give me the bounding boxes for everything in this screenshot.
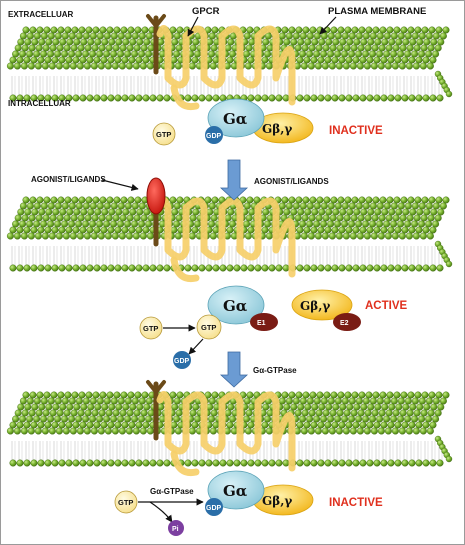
agonist-ligand-label: AGONIST/LIGANDS: [31, 175, 106, 184]
incoming-gtp-text: GTP: [143, 324, 158, 333]
g-alpha-text-active: Gα: [223, 297, 248, 315]
g-protein-complex-active: Gα E1 GTP: [196, 285, 278, 340]
gtpase-bottom-label: Gα-GTPase: [150, 487, 194, 496]
g-protein-complex-top: Gβ,γ Gα GDP: [205, 98, 314, 144]
released-gdp-molecule: [173, 351, 191, 369]
gdp-text: GDP: [206, 133, 222, 140]
hydrolysis-gtp-text: GTP: [118, 498, 133, 507]
gpcr-receptor-top: [146, 14, 296, 111]
agonist-arrow-label: AGONIST/LIGANDS: [254, 177, 329, 186]
plasma-membrane-top: [6, 26, 453, 102]
gdp-text-bottom: GDP: [206, 505, 222, 512]
g-beta-gamma-text-bottom: Gβ,γ: [262, 494, 292, 508]
plasma-membrane-bottom: [6, 391, 453, 467]
effector-e1-text: E1: [257, 320, 266, 327]
pi-release-arrow: [149, 501, 173, 523]
effector-e1: [250, 313, 278, 331]
g-alpha-text: Gα: [223, 110, 248, 128]
free-gtp-text: GTP: [156, 130, 171, 139]
effector-e2: [333, 313, 361, 331]
g-alpha-subunit-bottom: [207, 470, 265, 510]
gdp-molecule-bottom: [205, 498, 223, 516]
extracellular-label: EXTRACELLUAR: [8, 10, 74, 19]
phosphate-text: Pi: [172, 526, 179, 533]
g-beta-gamma-active: Gβ,γ E2: [291, 289, 361, 331]
free-gtp-molecule: [152, 122, 176, 146]
phosphate-molecule: [168, 520, 184, 536]
g-alpha-subunit-active: [207, 285, 265, 325]
g-protein-complex-bottom: Gβ,γ Gα GDP: [205, 470, 314, 516]
effector-e2-text: E2: [340, 320, 349, 327]
state-inactive-top: INACTIVE: [329, 125, 383, 137]
gpcr-label: GPCR: [192, 6, 220, 17]
plasma-membrane-middle: [6, 196, 453, 272]
state-active-middle: ACTIVE: [365, 300, 408, 312]
agonist-pointer-arrow: [101, 179, 139, 191]
plasma-membrane-label: PLASMA MEMBRANE: [328, 6, 426, 17]
g-alpha-text-bottom: Gα: [223, 482, 248, 500]
gdp-molecule: [205, 126, 223, 144]
hydrolysis-gtp-molecule: [114, 490, 138, 514]
incoming-gtp-molecule: [139, 316, 163, 340]
g-beta-gamma-text: Gβ,γ: [262, 122, 292, 136]
intracellular-label: INTRACELLUAR: [8, 99, 71, 108]
agonist-transition-arrow: [219, 159, 249, 201]
gdp-release-arrow: [188, 338, 204, 355]
g-beta-gamma-subunit-active: [291, 289, 353, 321]
gtpase-transition-arrow: [219, 351, 249, 388]
released-gdp-text: GDP: [174, 358, 190, 365]
g-alpha-subunit: [207, 98, 265, 138]
bound-gtp-molecule: [196, 314, 222, 340]
gpcr-pointer-arrow: [187, 16, 199, 37]
state-inactive-bottom: INACTIVE: [329, 497, 383, 509]
g-beta-gamma-text-active: Gβ,γ: [300, 299, 330, 313]
plasma-membrane-pointer-arrow: [319, 16, 337, 35]
gpcr-receptor-bottom: [146, 380, 296, 477]
agonist-ligand-molecule: [146, 177, 166, 215]
bound-gtp-text: GTP: [201, 323, 216, 332]
gtpase-arrow-label: Gα-GTPase: [253, 366, 297, 375]
